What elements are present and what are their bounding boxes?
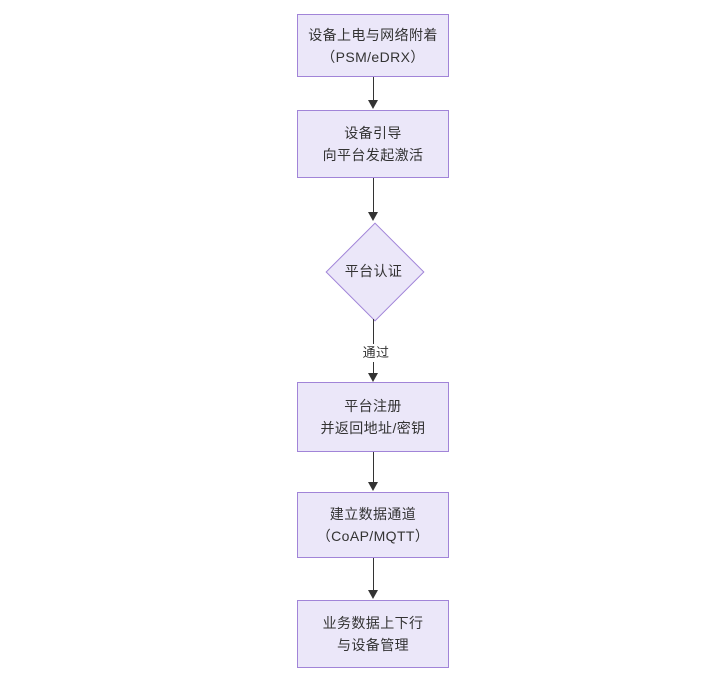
flow-node-platform-register[interactable]: 平台注册 并返回地址/密钥: [297, 382, 449, 452]
flow-node-device-bootstrap-line-2: 向平台发起激活: [322, 147, 424, 163]
flow-arrowhead-3: [368, 373, 378, 382]
flow-node-data-channel-line-2: （CoAP/MQTT）: [316, 528, 430, 544]
flow-node-device-bootstrap[interactable]: 设备引导 向平台发起激活: [297, 110, 449, 178]
flow-arrowhead-2: [368, 212, 378, 221]
flow-connector-5: [373, 558, 374, 591]
flow-node-business-data[interactable]: 业务数据上下行 与设备管理: [297, 600, 449, 668]
flow-arrowhead-1: [368, 100, 378, 109]
flow-node-platform-register-line-2: 并返回地址/密钥: [320, 420, 426, 436]
flow-edge-label-pass: 通过: [355, 344, 397, 362]
flow-node-business-data-line-1: 业务数据上下行: [322, 615, 424, 631]
flow-arrowhead-5: [368, 590, 378, 599]
flow-node-platform-auth-label: 平台认证: [344, 262, 403, 279]
flow-node-power-on-line-1: 设备上电与网络附着: [308, 26, 438, 43]
flow-node-platform-register-line-1: 平台注册: [344, 398, 402, 414]
flow-node-business-data-line-2: 与设备管理: [337, 637, 409, 653]
flow-node-power-on[interactable]: 设备上电与网络附着 （PSM/eDRX）: [297, 14, 449, 77]
flow-node-data-channel[interactable]: 建立数据通道 （CoAP/MQTT）: [297, 492, 449, 558]
flow-connector-1: [373, 77, 374, 101]
flow-node-platform-auth[interactable]: 平台认证: [325, 222, 424, 321]
flow-connector-4: [373, 452, 374, 483]
flow-node-data-channel-line-1: 建立数据通道: [329, 506, 417, 522]
flow-arrowhead-4: [368, 482, 378, 491]
flow-connector-2: [373, 178, 374, 214]
flow-node-power-on-line-2: （PSM/eDRX）: [321, 48, 425, 65]
flow-node-device-bootstrap-line-1: 设备引导: [344, 125, 402, 141]
